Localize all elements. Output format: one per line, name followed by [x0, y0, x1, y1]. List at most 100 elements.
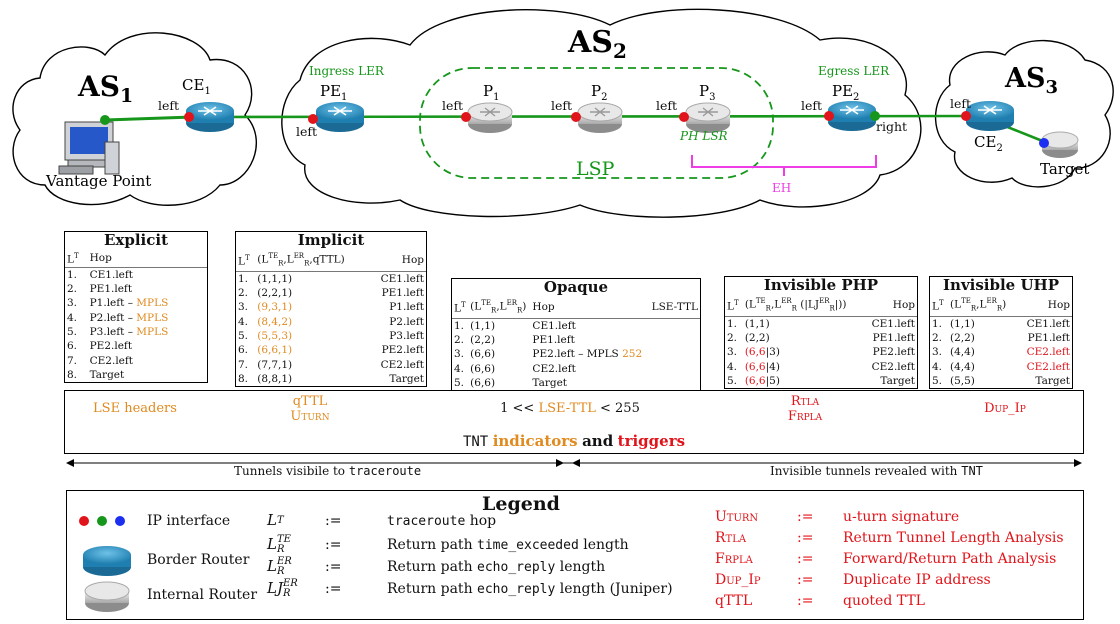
implicit-title: Implicit — [297, 231, 365, 249]
svg-text:left: left — [296, 124, 317, 139]
rtla-indicator: Rtla — [790, 394, 820, 409]
invisible-tunnels-label: Invisible tunnels revealed with TNT — [770, 464, 983, 478]
network-topology: AS1 AS2 AS3 CE1 PE1 P1 P2 P3 PE2 CE2 lef… — [12, 8, 1114, 218]
legend-assign: := — [325, 559, 342, 575]
p2-router — [577, 102, 623, 133]
invisible-uhp-row: 3.(4,4)CE2.left — [932, 346, 1070, 359]
invisible-php-row: 1.(1,1)CE1.left — [727, 317, 915, 330]
explicit-row: 4.P2.left – MPLS — [67, 311, 169, 324]
invisible-php-row: 2.(2,2)PE1.left — [727, 332, 915, 345]
implicit-row: 6.(6,6,1)PE2.left — [238, 344, 424, 357]
implicit-row: 4.(8,4,2)P2.left — [238, 315, 424, 328]
explicit-row: 7.CE2.left — [67, 354, 134, 367]
invisible-uhp-row: 1.(1,1)CE1.left — [932, 317, 1070, 330]
implicit-row: 7.(7,7,1)CE2.left — [238, 358, 424, 371]
svg-text:left: left — [950, 96, 971, 111]
legend-title: Legend — [482, 493, 560, 515]
ce1-router — [186, 102, 234, 132]
vantage-point-computer — [58, 121, 120, 175]
legend-abbr-desc: Duplicate IP address — [843, 572, 991, 588]
opaque-row: 4.(6,6)CE2.left — [454, 362, 576, 375]
svg-text:left: left — [442, 98, 463, 113]
svg-text:EH: EH — [772, 181, 791, 195]
legend-abbr: qTTL — [715, 593, 753, 609]
ce2-label: CE2 — [974, 133, 1003, 154]
indicators-box: LSE headers qTTL Uturn 1 << LSE-TTL < 25… — [64, 390, 1084, 454]
opaque-row: 5.(6,6)Target — [454, 377, 568, 390]
invisible-php-table: Invisible PHP LT(LTER,LERR (|LJERR|))Hop… — [724, 276, 918, 390]
svg-text:Vantage Point: Vantage Point — [45, 172, 151, 190]
legend-assign: := — [797, 593, 814, 609]
legend-abbr: Uturn — [715, 509, 759, 525]
pe2-label: PE2 — [832, 82, 859, 103]
pe1-router — [316, 102, 364, 132]
invisible-php-row: 5.(6,6|5)Target — [727, 375, 915, 388]
legend-abbr-desc: u-turn signature — [843, 509, 960, 525]
implicit-row: 2.(2,2,1)PE1.left — [238, 287, 424, 300]
invisible-php-row: 4.(6,6|4)CE2.left — [727, 360, 915, 373]
svg-text:left: left — [656, 98, 677, 113]
implicit-row: 3.(9,3,1)P1.left — [238, 301, 424, 314]
invisible-php-row: 3.(6,6|3)PE2.left — [727, 346, 915, 359]
invisible-uhp-title: Invisible UHP — [943, 276, 1059, 294]
legend-abbr-desc: quoted TTL — [843, 593, 925, 609]
lse-ttl-indicator: 1 << LSE-TTL < 255 — [500, 401, 640, 416]
explicit-row: 8.Target — [67, 368, 125, 381]
p3-router — [685, 102, 731, 133]
svg-text:left: left — [551, 98, 572, 113]
frpla-indicator: Frpla — [787, 409, 823, 424]
explicit-row: 6.PE2.left — [67, 340, 133, 353]
lse-headers-indicator: LSE headers — [93, 401, 177, 416]
ce1-label: CE1 — [182, 76, 211, 97]
legend-abbr-desc: Return Tunnel Length Analysis — [843, 530, 1064, 546]
dup-ip-indicator: Dup_Ip — [984, 401, 1026, 416]
legend-abbr: Frpla — [715, 551, 753, 567]
legend-def-text: Return path echo_reply length (Juniper) — [387, 581, 673, 597]
opaque-row: 2.(2,2)PE1.left — [454, 334, 575, 347]
opaque-title: Opaque — [543, 278, 609, 296]
legend-assign: := — [797, 551, 814, 567]
explicit-row: 2.PE1.left — [67, 283, 133, 296]
legend-border-router: Border Router — [147, 552, 250, 568]
legend-assign: := — [325, 581, 342, 597]
svg-text:left: left — [801, 98, 822, 113]
implicit-row: 8.(8,8,1)Target — [238, 372, 424, 385]
legend-def-text: traceroute hop — [387, 513, 497, 529]
visibility-arrows — [66, 459, 1082, 467]
qttl-indicator: qTTL — [292, 394, 328, 409]
legend-assign: := — [325, 537, 342, 553]
legend-assign: := — [325, 513, 342, 529]
svg-text:Egress LER: Egress LER — [818, 64, 890, 78]
legend-internal-router: Internal Router — [147, 587, 258, 603]
legend-abbr-desc: Forward/Return Path Analysis — [843, 551, 1057, 567]
lsp-boundary — [419, 67, 774, 179]
pe2-router — [828, 101, 876, 131]
indicators-title: TNT indicators and triggers — [462, 432, 686, 450]
implicit-table: Implicit LT(LTER,LERR,qTTL)Hop 1.(1,1,1)… — [235, 231, 427, 388]
invisible-uhp-row: 5.(5,5)Target — [932, 375, 1070, 388]
explicit-row: 5.P3.left – MPLS — [67, 325, 169, 338]
legend-assign: := — [797, 509, 814, 525]
opaque-row: 3.(6,6)PE2.left – MPLS 252 — [454, 348, 643, 361]
invisible-uhp-row: 2.(2,2)PE1.left — [932, 332, 1070, 345]
explicit-row: 1.CE1.left — [67, 268, 134, 281]
pe1-label: PE1 — [320, 82, 347, 103]
svg-text:left: left — [158, 98, 179, 113]
legend-abbr: Rtla — [715, 530, 747, 546]
explicit-title: Explicit — [103, 231, 169, 249]
visible-tunnels-label: Tunnels visibile to traceroute — [234, 464, 422, 478]
explicit-row: 3.P1.left – MPLS — [67, 297, 169, 310]
uturn-indicator: Uturn — [290, 409, 330, 424]
svg-text:Target: Target — [1040, 160, 1089, 178]
legend-ip-interface: IP interface — [147, 513, 231, 529]
legend-def-text: Return path echo_reply length — [387, 559, 606, 575]
svg-text:right: right — [876, 119, 907, 134]
ce2-router — [966, 101, 1014, 131]
legend-assign: := — [797, 572, 814, 588]
legend-box: Legend IP interface Border Router Intern… — [66, 490, 1084, 620]
